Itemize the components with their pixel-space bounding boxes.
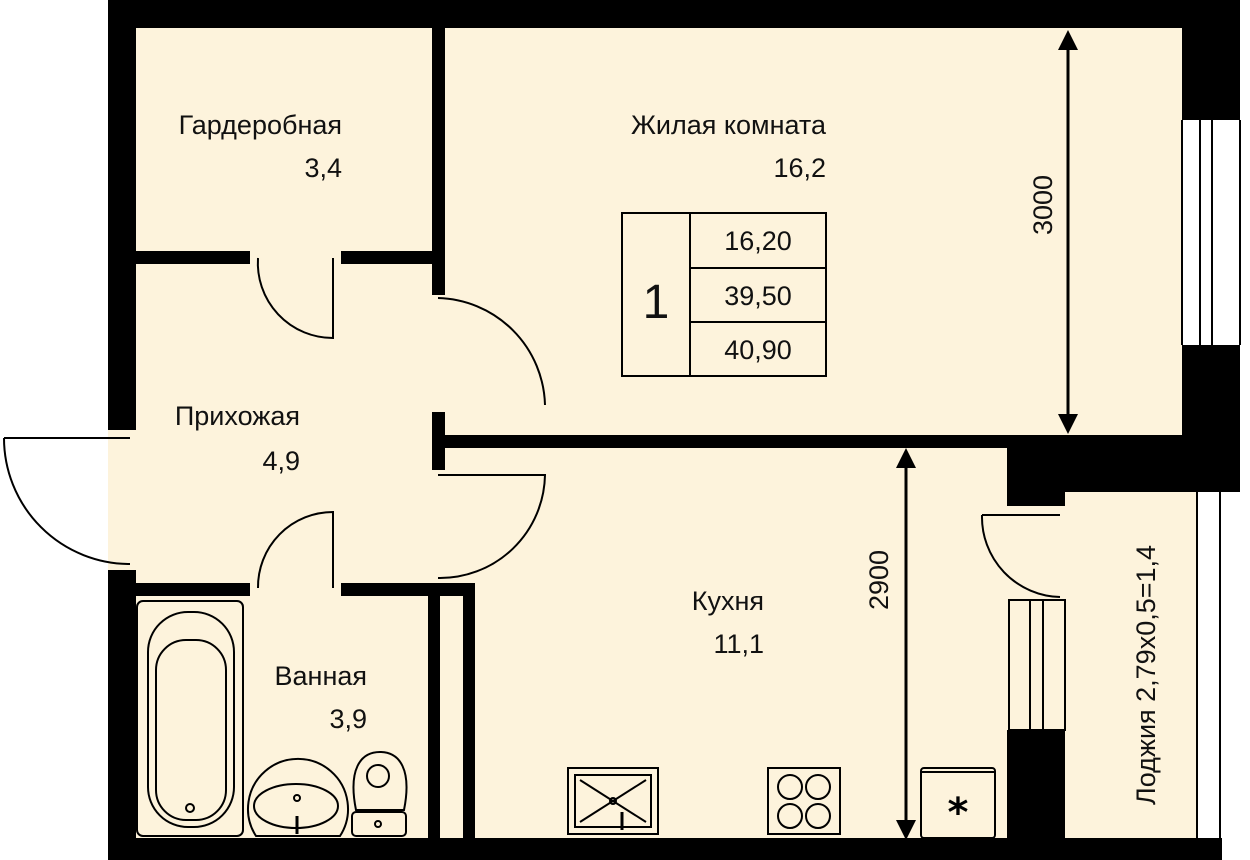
bathtub-icon [136, 600, 244, 837]
walls [108, 0, 1240, 860]
rooms-count: 1 [643, 276, 670, 329]
balcony-window [1008, 599, 1066, 731]
room-loggia-label: Лоджия 2,79х0,5=1,4 [1131, 545, 1161, 805]
room-hall-name: Прихожая [175, 401, 300, 431]
boiler-mark: * [948, 790, 969, 836]
dimension-living: 3000 [1028, 175, 1058, 235]
room-kitchen-name: Кухня [692, 586, 764, 616]
boiler-icon: * [920, 767, 996, 839]
area-summary-table: 1 16,20 39,50 40,90 [621, 212, 827, 377]
room-bath-name: Ванная [275, 661, 367, 691]
dimension-kitchen: 2900 [864, 550, 894, 610]
doors [3, 257, 1061, 598]
cooktop-icon [767, 767, 841, 835]
area-without-loggia-value: 39,50 [724, 281, 792, 311]
toilet-icon [351, 750, 408, 837]
room-living-name: Жилая комната [631, 110, 827, 140]
kitchen-sink-icon [567, 767, 659, 835]
room-kitchen-area: 11,1 [713, 629, 764, 659]
floor [108, 0, 1198, 860]
living-area-value: 16,20 [724, 226, 792, 256]
room-living-area: 16,2 [773, 153, 826, 183]
room-wardrobe-area: 3,4 [304, 153, 342, 183]
room-bath-area: 3,9 [329, 704, 367, 734]
sink-icon [247, 757, 349, 837]
room-wardrobe-name: Гардеробная [179, 110, 342, 140]
room-hall-area: 4,9 [262, 446, 300, 476]
loggia-glazing [1198, 490, 1222, 840]
total-area-value: 40,90 [724, 335, 792, 365]
dimension-lines [896, 30, 1078, 840]
